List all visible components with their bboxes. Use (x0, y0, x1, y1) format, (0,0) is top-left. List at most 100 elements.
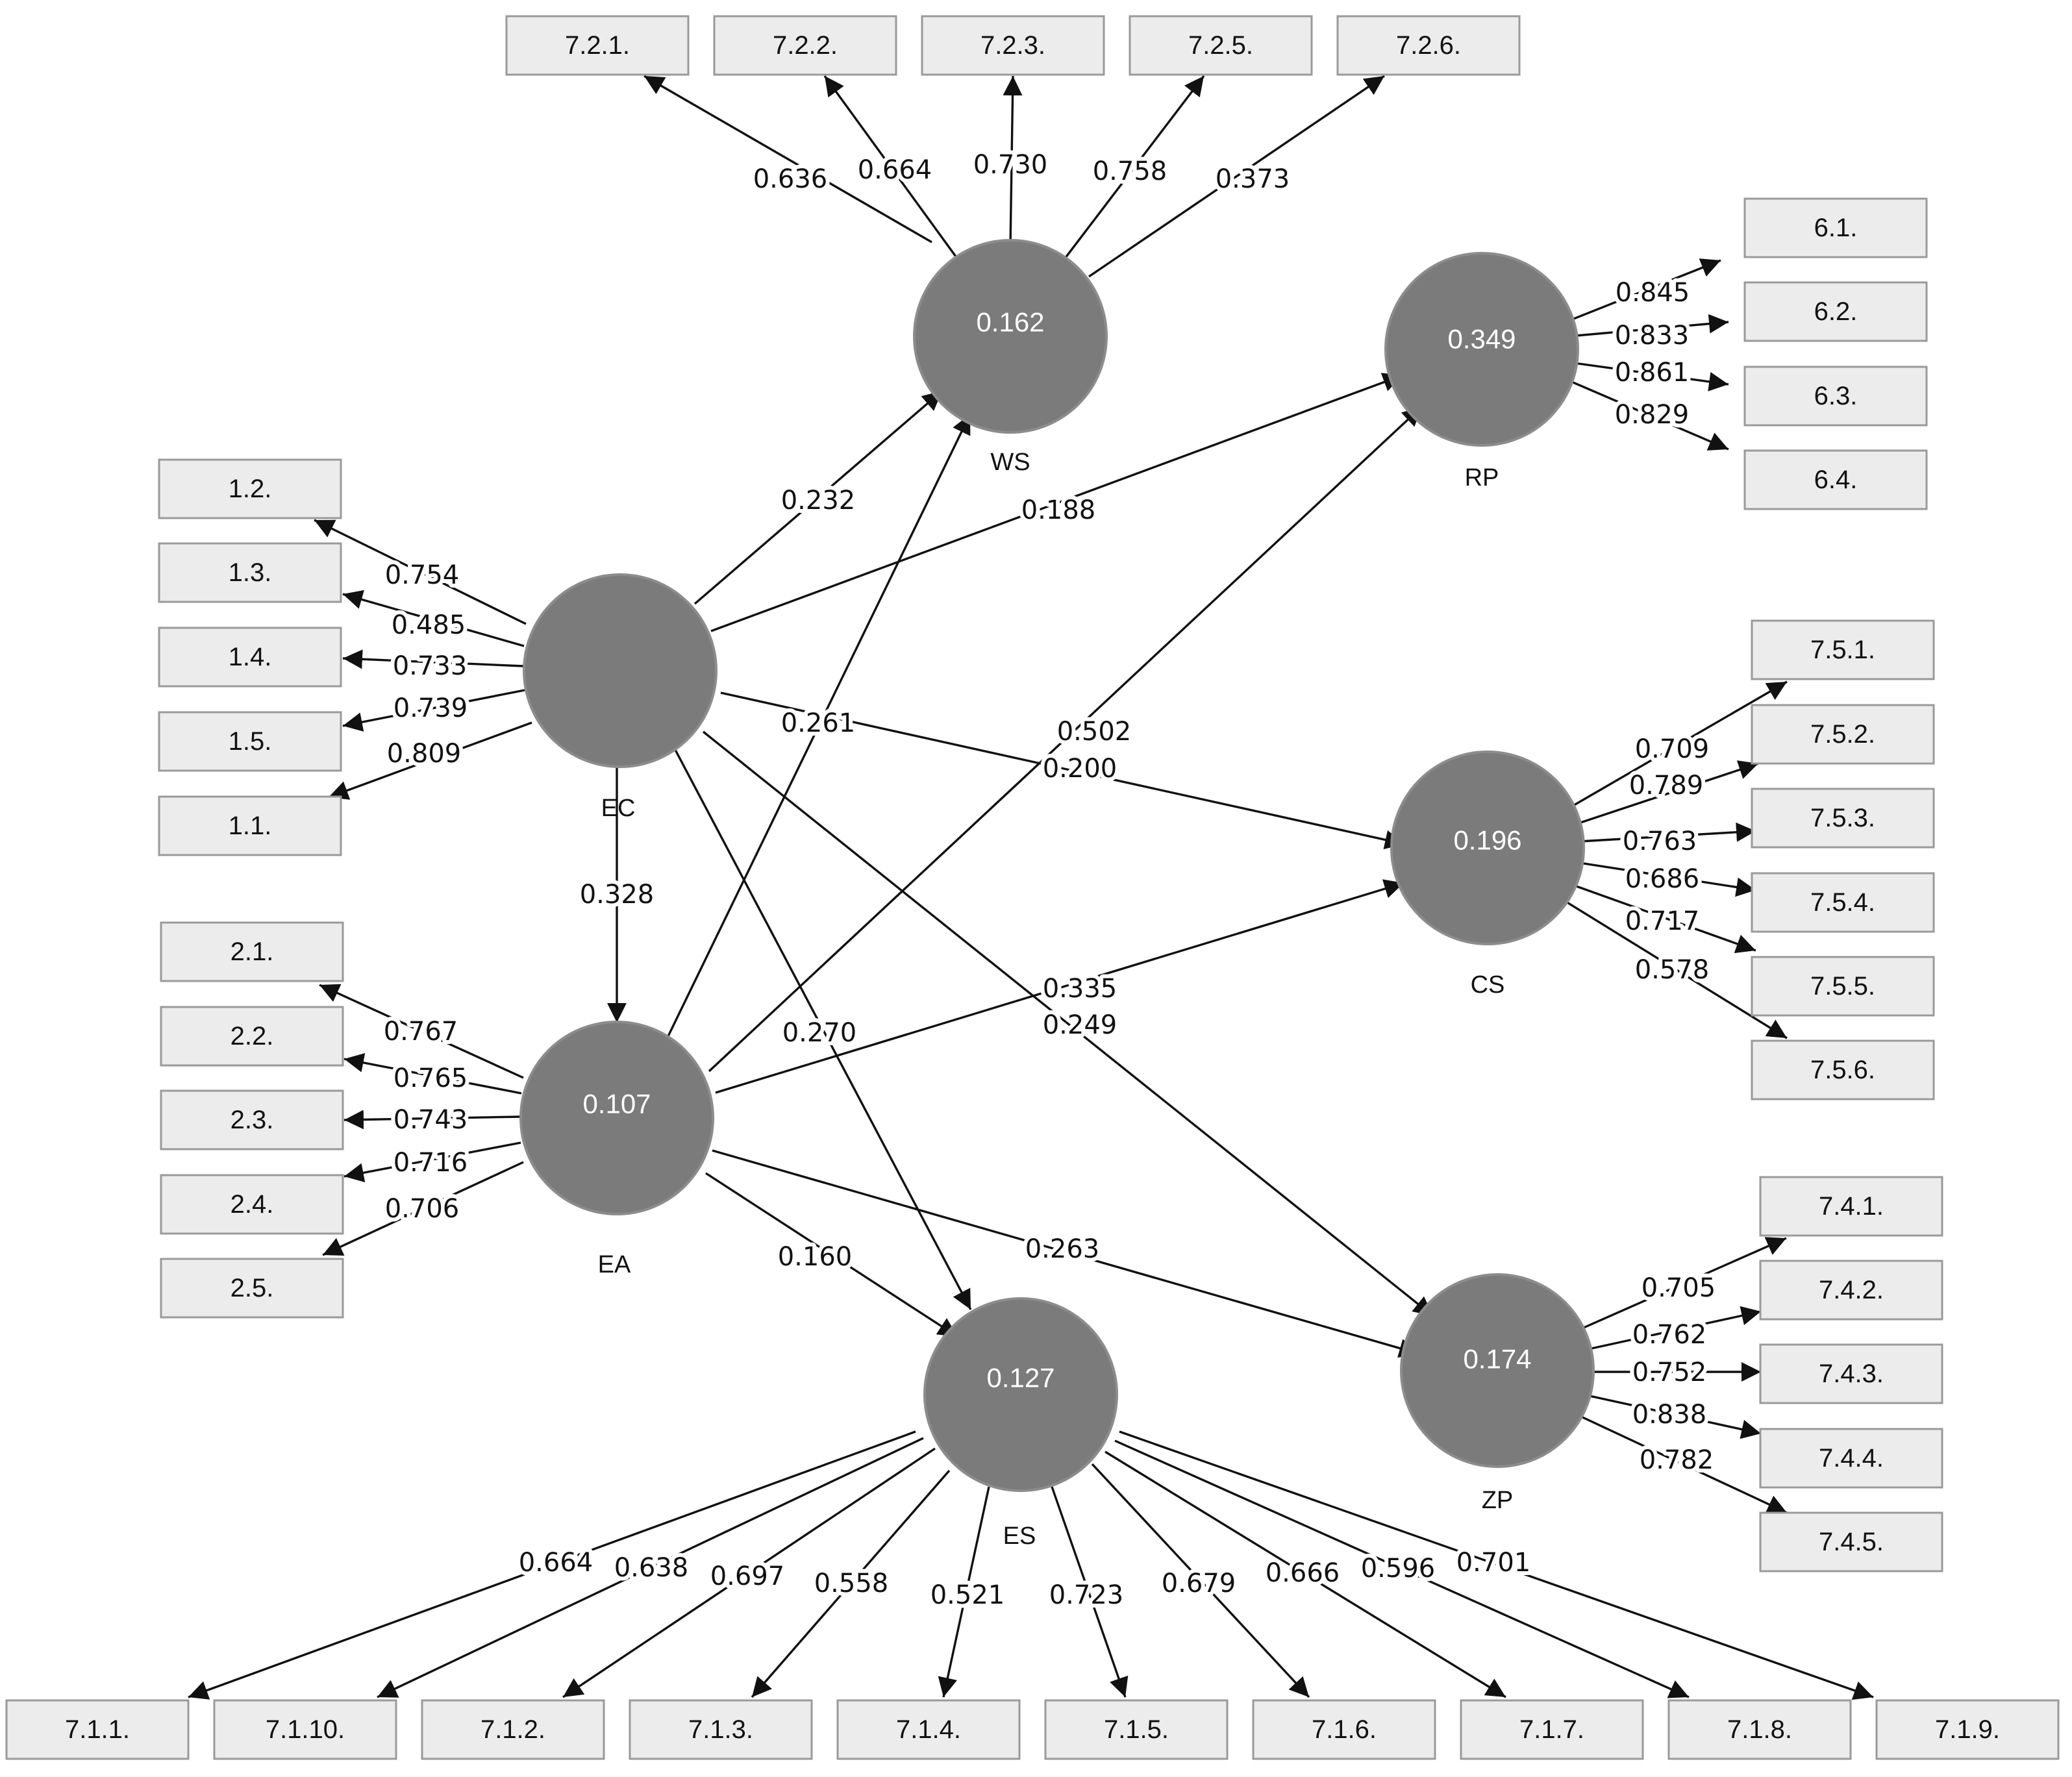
indicator-box-7-1-2: 7.1.2. (421, 1699, 605, 1760)
loading-arrow-7-1-6 (1091, 1463, 1310, 1698)
indicator-box-6-4: 6.4. (1743, 449, 1928, 510)
loading-arrow-7-4-1 (1579, 1237, 1787, 1331)
loading-arrow-7-1-9 (1119, 1430, 1874, 1700)
indicator-label-7-1-2: 7.1.2. (481, 1715, 545, 1744)
indicator-box-7-2-1: 7.2.1. (505, 15, 690, 76)
latent-circle-rp (1384, 252, 1579, 447)
loading-arrow-7-5-4 (1579, 862, 1756, 897)
path-coefficient-ea-to-zp: 0.263 (1025, 1234, 1100, 1264)
latent-name-zp: ZP (1482, 1487, 1514, 1514)
indicator-box-7-2-2: 7.2.2. (713, 15, 897, 76)
indicator-box-7-4-2: 7.4.2. (1759, 1260, 1943, 1321)
edges-layer (188, 75, 1874, 1700)
loading-arrow-1-3 (342, 590, 525, 647)
indicator-label-7-2-6: 7.2.6. (1396, 31, 1461, 60)
path-coefficient-ea-to-ws: 0.261 (781, 708, 856, 738)
loading-label-7-1-8: 0.596 (1361, 1554, 1436, 1584)
loading-label-7-2-1: 0.636 (753, 164, 828, 194)
loading-label-1-2: 0.754 (385, 560, 460, 590)
indicator-box-6-3: 6.3. (1743, 366, 1928, 427)
loading-label-7-1-5: 0.723 (1049, 1580, 1124, 1610)
indicator-label-7-5-1: 7.5.1. (1810, 636, 1875, 664)
indicator-box-6-2: 6.2. (1743, 281, 1928, 342)
latent-node-ec: EC (523, 573, 718, 822)
indicator-label-7-1-10: 7.1.10. (266, 1715, 345, 1744)
loading-label-6-1: 0.845 (1616, 278, 1690, 308)
loading-arrow-2-1 (319, 984, 524, 1079)
loading-arrow-2-2 (343, 1052, 522, 1095)
loading-label-7-2-2: 0.664 (858, 155, 932, 185)
indicator-label-1-4: 1.4. (229, 643, 272, 671)
indicator-label-6-1: 6.1. (1814, 214, 1858, 242)
indicator-label-7-1-8: 7.1.8. (1727, 1715, 1792, 1744)
indicator-label-2-2: 2.2. (231, 1022, 274, 1050)
indicator-label-6-2: 6.2. (1814, 297, 1858, 326)
latent-circle-zp (1400, 1273, 1595, 1468)
path-arrow-ea-to-es (705, 1172, 958, 1338)
indicator-label-7-4-2: 7.4.2. (1819, 1276, 1884, 1304)
path-arrow-ec-to-cs (720, 691, 1405, 850)
latent-name-rp: RP (1465, 464, 1499, 491)
loading-label-7-5-1: 0.709 (1635, 734, 1710, 764)
indicator-label-7-4-1: 7.4.1. (1819, 1192, 1884, 1221)
indicator-box-1-5: 1.5. (158, 711, 342, 772)
indicator-label-7-4-3: 7.4.3. (1819, 1360, 1884, 1388)
loading-label-1-5: 0.739 (393, 693, 468, 723)
loading-label-2-1: 0.767 (384, 1017, 458, 1047)
loading-arrow-7-1-1 (188, 1430, 916, 1700)
r-squared-ws: 0.162 (976, 307, 1044, 338)
loading-label-7-4-2: 0.762 (1632, 1320, 1707, 1350)
loading-arrow-1-4 (342, 649, 525, 669)
latent-name-ea: EA (598, 1251, 631, 1278)
latent-circle-es (923, 1297, 1118, 1492)
indicator-box-7-5-4: 7.5.4. (1751, 872, 1935, 933)
r-squared-cs: 0.196 (1453, 825, 1521, 856)
indicator-label-1-5: 1.5. (229, 727, 272, 756)
indicator-box-7-4-4: 7.4.4. (1759, 1428, 1943, 1489)
path-arrow-ec-to-rp (710, 373, 1403, 632)
indicator-label-7-4-5: 7.4.5. (1819, 1528, 1884, 1556)
loading-arrow-7-1-8 (1114, 1439, 1690, 1698)
loading-arrow-2-4 (343, 1141, 521, 1183)
latent-name-cs: CS (1471, 971, 1505, 999)
path-coefficient-ea-to-cs: 0.249 (1043, 1010, 1117, 1040)
loading-arrow-7-5-6 (1566, 901, 1788, 1039)
loading-arrow-7-2-2 (823, 75, 960, 262)
indicator-box-7-2-3: 7.2.3. (921, 15, 1105, 76)
indicator-box-7-1-5: 7.1.5. (1044, 1699, 1229, 1760)
loading-label-7-4-5: 0.782 (1640, 1445, 1714, 1475)
indicator-box-1-1: 1.1. (158, 795, 342, 856)
latent-circle-ec (523, 573, 718, 768)
path-arrow-ec-to-ws (693, 390, 943, 605)
indicator-label-6-3: 6.3. (1814, 382, 1858, 410)
loading-label-7-4-3: 0.752 (1632, 1358, 1707, 1387)
path-coefficient-ec-to-rp: 0.188 (1021, 495, 1096, 525)
loading-arrow-7-5-2 (1572, 760, 1759, 826)
loading-label-7-5-5: 0.717 (1625, 906, 1700, 936)
loading-arrow-7-5-3 (1579, 822, 1756, 843)
indicator-label-7-1-9: 7.1.9. (1935, 1715, 2000, 1744)
path-arrow-ec-to-es (674, 749, 972, 1310)
indicator-label-7-5-2: 7.5.2. (1810, 720, 1875, 749)
indicator-label-7-1-3: 7.1.3. (688, 1715, 753, 1744)
indicator-box-2-4: 2.4. (160, 1174, 344, 1235)
loading-arrow-7-2-1 (643, 75, 932, 243)
latent-name-es: ES (1003, 1522, 1036, 1550)
loading-arrow-1-5 (342, 689, 525, 732)
latent-name-ec: EC (601, 795, 636, 822)
indicator-box-7-4-3: 7.4.3. (1759, 1343, 1943, 1404)
indicator-label-7-1-4: 7.1.4. (896, 1715, 961, 1744)
loading-arrow-7-1-7 (1105, 1450, 1506, 1698)
path-arrow-ea-to-ws (666, 414, 971, 1038)
loading-label-6-4: 0.829 (1615, 400, 1690, 430)
indicator-label-7-1-5: 7.1.5. (1104, 1715, 1169, 1744)
loading-label-7-1-1: 0.664 (519, 1548, 593, 1578)
loading-arrow-7-2-5 (1062, 75, 1205, 262)
loading-label-2-2: 0.765 (393, 1063, 468, 1093)
